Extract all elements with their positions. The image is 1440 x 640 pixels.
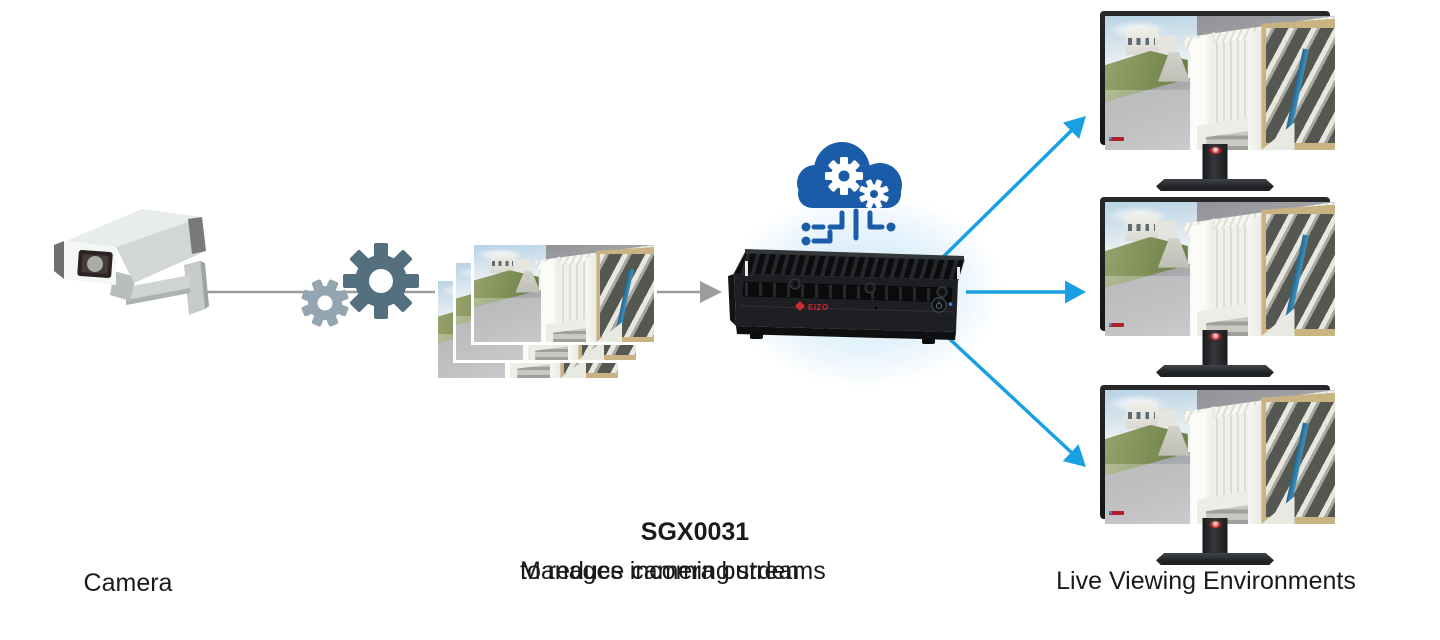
distant-house [1125,214,1158,241]
distant-house-2 [1157,408,1177,428]
storage-window [1261,204,1335,336]
stand-badge [1209,333,1221,340]
garage-door [556,261,590,326]
eizo-logo [1109,322,1124,327]
building-corner [540,256,561,342]
camera-feed-image [1105,16,1335,150]
live-viewing-label: Live Viewing Environments [1056,567,1356,595]
distant-house-2 [1157,34,1177,54]
camera-feed-image [474,245,654,342]
monitor-stand-neck [1202,330,1228,367]
monitor-screen [1105,16,1335,150]
camera-feed-image [1105,202,1335,336]
cloud-gear-small [859,179,889,209]
monitor-stand-neck [1202,518,1228,555]
processing-gears-icon [301,243,419,327]
garage-door [1210,412,1253,502]
monitor-bezel [1100,11,1335,150]
reset-pinhole [874,306,878,310]
stand-badge [1209,147,1221,154]
fan-out-arrows-icon [939,116,1086,467]
monitor-stand-neck [1202,144,1228,181]
camera-label: Camera [83,569,173,597]
svg-text:EIZO: EIZO [808,303,829,312]
window-pillar [1247,26,1266,150]
monitor-bezel [1100,197,1335,336]
gear-large [343,243,419,319]
monitor-stand-base [1156,365,1274,377]
distant-house [1125,402,1158,429]
window-pillar [1247,212,1266,336]
monitor-screen [1105,390,1335,524]
distant-house [490,253,516,274]
storage-window [1261,392,1335,524]
video-frame-1 [471,242,657,345]
monitor-1 [1100,11,1335,195]
power-led [1109,323,1112,326]
garage-door [1210,224,1253,314]
circuit-traces-icon [801,208,896,246]
monitor-bezel [1100,385,1335,524]
power-button [931,297,947,313]
camera-feed-image [1105,390,1335,524]
device-model-label: SGX0031 [640,518,750,546]
eizo-logo: EIZO [795,301,829,312]
distant-house-2 [1157,220,1177,240]
stand-badge [1209,521,1221,528]
cctv-camera-icon [54,209,209,315]
gear-small [301,279,349,327]
power-led [949,302,953,306]
eizo-logo [1109,510,1124,515]
distant-house [1125,28,1158,55]
power-led [1109,511,1112,514]
monitor-stand-base [1156,179,1274,191]
storage-window [1261,18,1335,150]
monitor-screen [1105,202,1335,336]
storage-window [596,246,654,342]
sgx-device: EIZO [728,249,965,344]
cloud-gear-large [825,157,863,195]
device-description-line2: to reduce camera burden [520,557,800,585]
power-led [1109,137,1112,140]
monitor-2 [1100,197,1335,381]
distant-house-2 [515,258,530,273]
device-description-line1: Manages incoming streams [520,557,826,585]
cloud-processing-icon [797,142,902,246]
window-pillar [585,252,600,342]
eizo-logo [1109,136,1124,141]
window-pillar [1247,400,1266,524]
video-frame-stack-icon [435,242,660,384]
monitor-stand-base [1156,553,1274,565]
monitor-3 [1100,385,1335,569]
right-arrow-icon [700,281,722,303]
garage-door [1210,38,1253,128]
thumbscrews [789,278,948,298]
